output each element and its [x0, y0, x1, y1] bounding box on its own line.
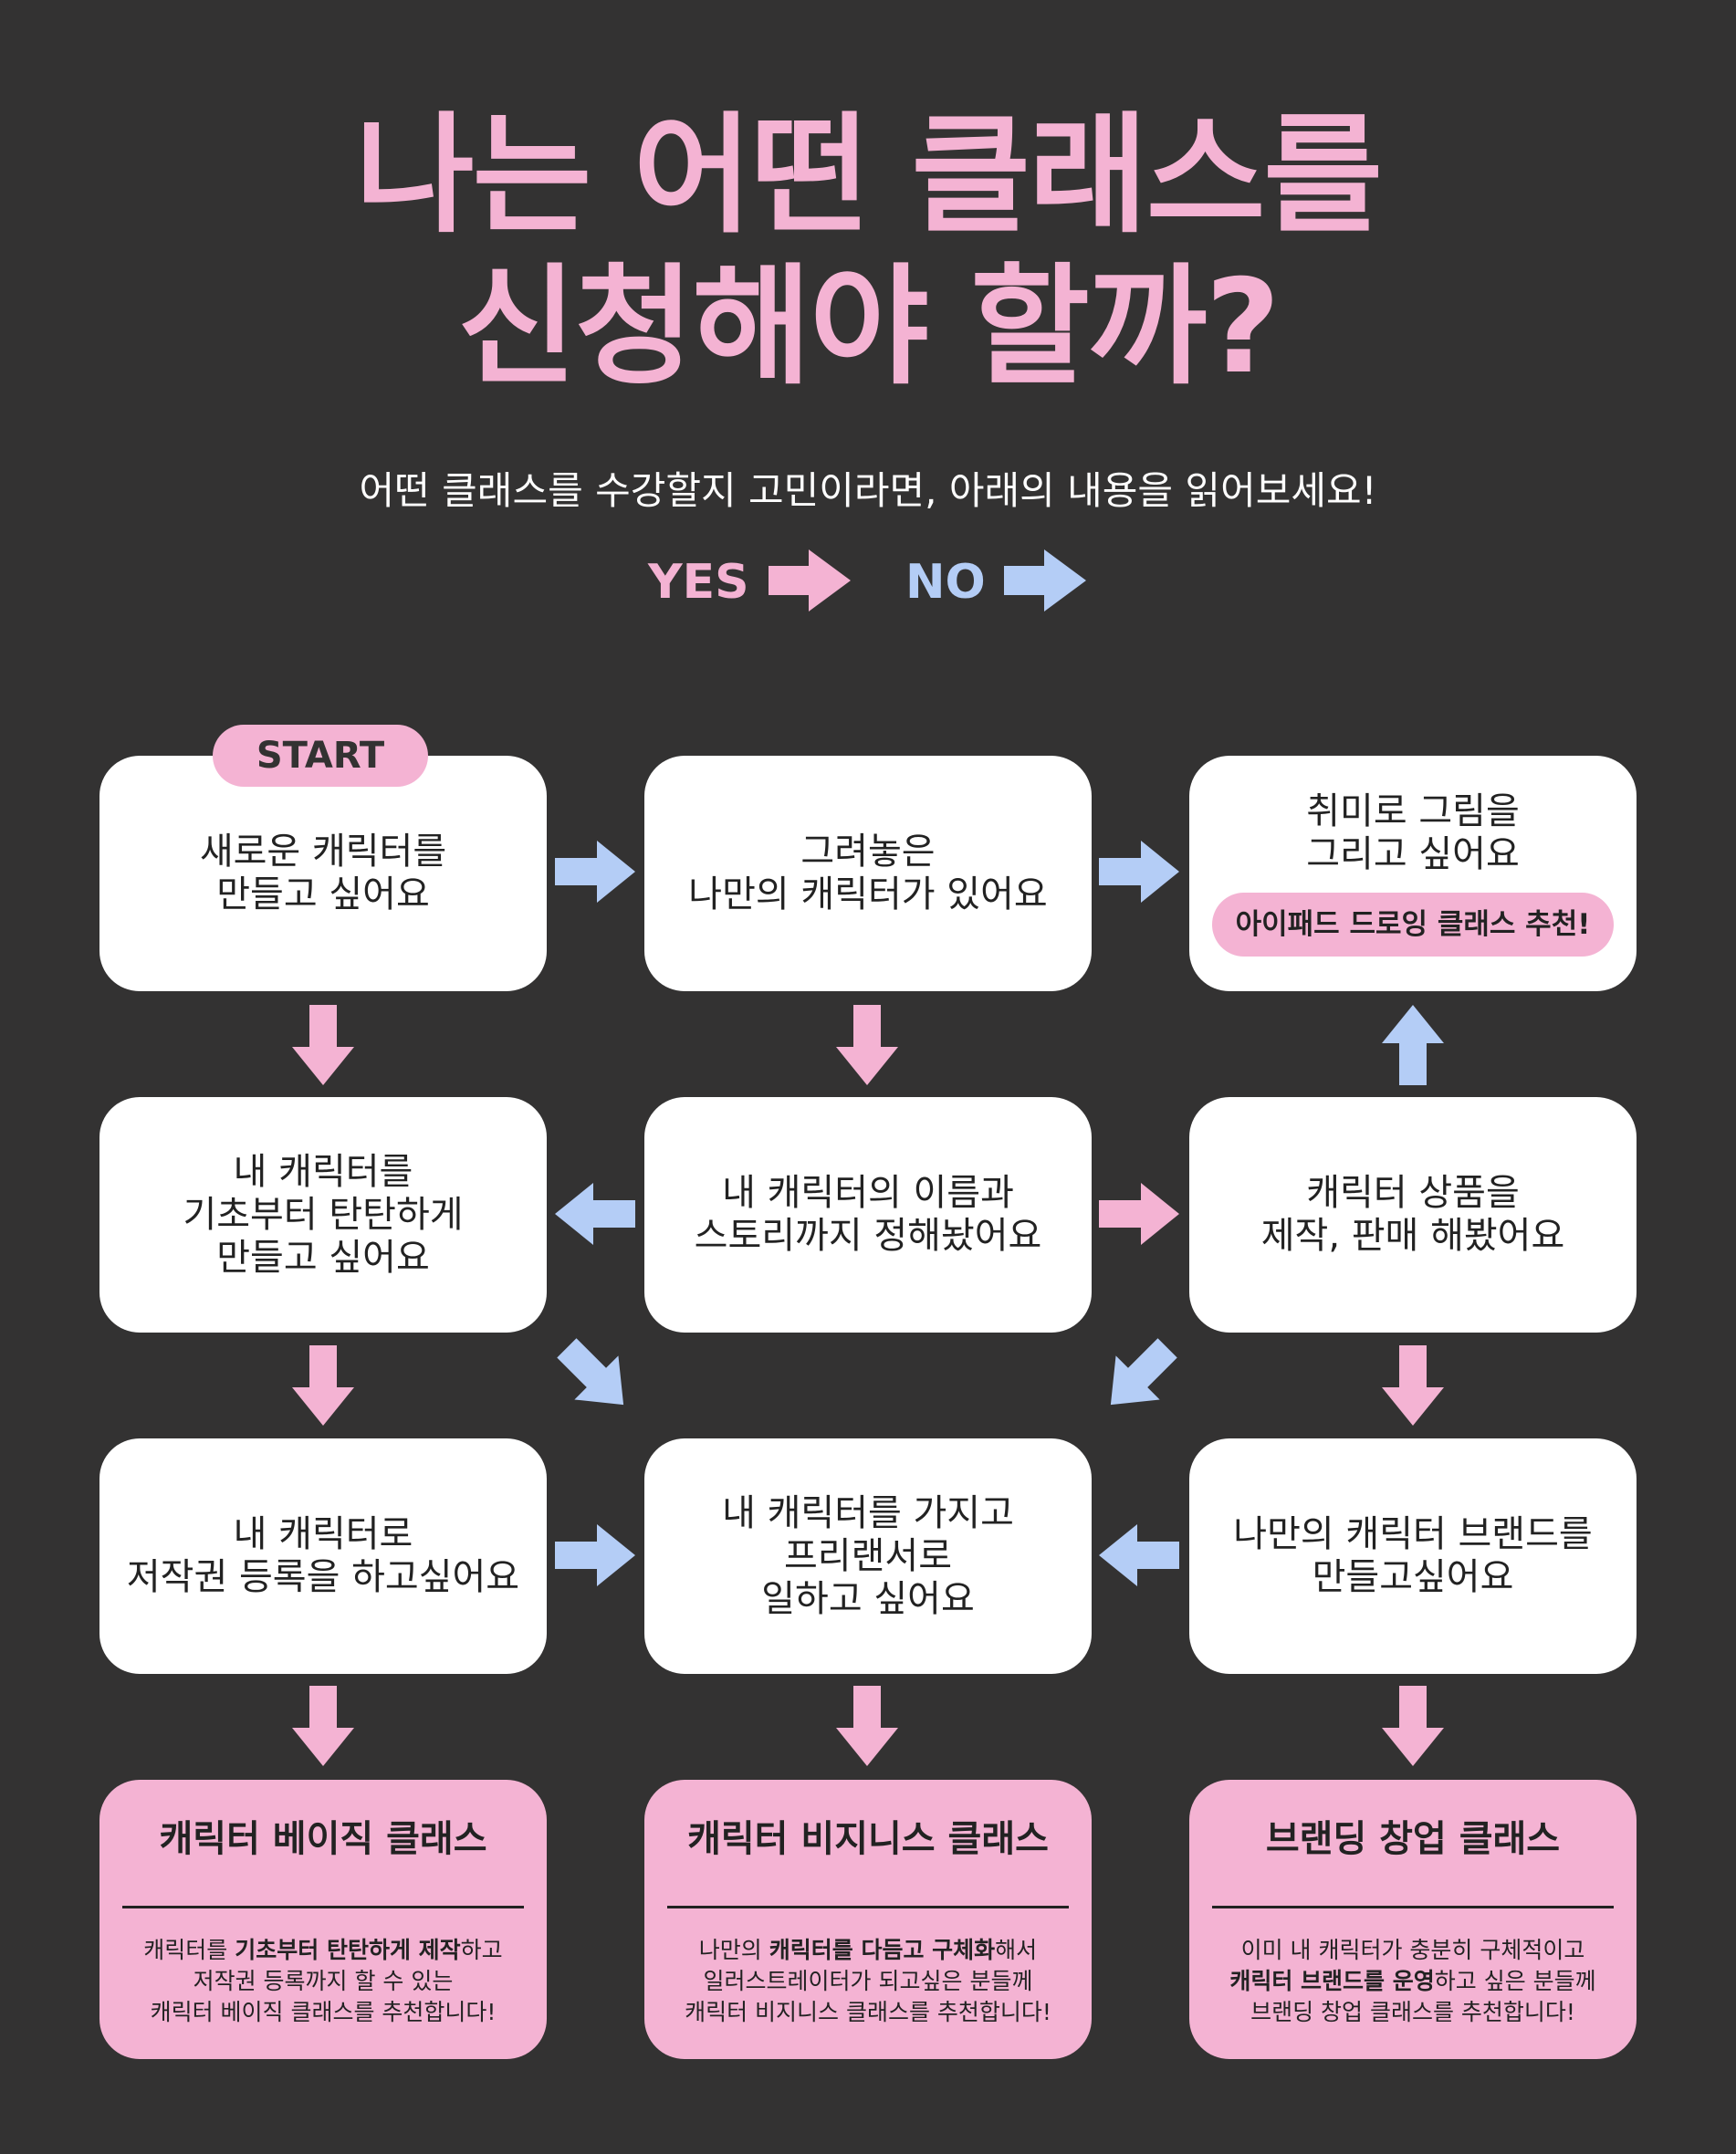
arrow-n1-to-n2	[555, 841, 635, 903]
result-business-desc-3: 캐릭터 비지니스 클래스를 추천합니다!	[685, 1999, 1051, 2025]
legend-no-label: NO	[905, 555, 986, 610]
result-branding-divider	[1212, 1906, 1614, 1908]
result-business-desc-2: 일러스트레이터가 되고싶은 분들께	[703, 1968, 1033, 1994]
arrow-n9-to-branding	[1382, 1686, 1444, 1766]
node-made-products: 캐릭터 상품을 제작, 판매 해봤어요	[1189, 1097, 1637, 1333]
arrow-n6-to-n3	[1382, 1005, 1444, 1085]
result-business-class: 캐릭터 비지니스 클래스 나만의 캐릭터를 다듬고 구체화해서 일러스트레이터가…	[644, 1780, 1092, 2059]
result-basic-divider	[122, 1906, 524, 1908]
result-basic-class: 캐릭터 베이직 클래스 캐릭터를 기초부터 탄탄하게 제작하고 저작권 등록까지…	[99, 1780, 547, 2059]
arrow-n9-to-n8	[1099, 1524, 1179, 1586]
result-branding-class: 브랜딩 창업 클래스 이미 내 캐릭터가 충분히 구체적이고 캐릭터 브랜드를 …	[1189, 1780, 1637, 2059]
node-new-character: 새로운 캐릭터를 만들고 싶어요	[99, 756, 547, 991]
node-basics-character-text: 내 캐릭터를 기초부터 탄탄하게 만들고 싶어요	[183, 1150, 464, 1279]
result-branding-desc-1: 이미 내 캐릭터가 충분히 구체적이고	[1240, 1937, 1585, 1963]
node-copyright: 내 캐릭터로 저작권 등록을 하고싶어요	[99, 1438, 547, 1674]
arrow-n4-to-n7	[292, 1345, 354, 1426]
result-basic-desc-1c: 하고	[460, 1937, 503, 1963]
arrow-n2-to-n5	[836, 1005, 898, 1085]
result-business-desc-1a: 나만의	[698, 1937, 769, 1963]
arrow-n2-to-n3	[1099, 841, 1179, 903]
node-have-character: 그려놓은 나만의 캐릭터가 있어요	[644, 756, 1092, 991]
page-subtitle: 어떤 클래스를 수강할지 고민이라면, 아래의 내용을 읽어보세요!	[359, 468, 1377, 513]
no-arrow-icon	[1004, 549, 1086, 612]
arrow-n5-to-n6	[1099, 1183, 1179, 1245]
result-business-description: 나만의 캐릭터를 다듬고 구체화해서 일러스트레이터가 되고싶은 분들께 캐릭터…	[654, 1935, 1082, 2028]
arrow-n8-to-business	[836, 1686, 898, 1766]
result-basic-desc-2: 저작권 등록까지 할 수 있는	[193, 1968, 454, 1994]
page-title-line-1: 나는 어떤 클래스를	[355, 100, 1383, 251]
result-basic-title: 캐릭터 베이직 클래스	[159, 1818, 487, 1860]
node-name-story-text: 내 캐릭터의 이름과 스토리까지 정해놨어요	[694, 1172, 1042, 1257]
arrow-n5-to-n4	[555, 1183, 635, 1245]
node-basics-character: 내 캐릭터를 기초부터 탄탄하게 만들고 싶어요	[99, 1097, 547, 1333]
yes-arrow-icon	[769, 549, 851, 612]
arrow-n1-to-n4	[292, 1005, 354, 1085]
ipad-drawing-recommendation: 아이패드 드로잉 클래스 추천!	[1211, 893, 1615, 957]
node-name-story: 내 캐릭터의 이름과 스토리까지 정해놨어요	[644, 1097, 1092, 1333]
result-business-desc-1b: 캐릭터를 다듬고 구체화	[769, 1937, 996, 1963]
node-freelancer-text: 내 캐릭터를 가지고 프리랜서로 일하고 싶어요	[722, 1491, 1014, 1620]
node-hobby-drawing-text: 취미로 그림을 그리고 싶어요	[1306, 790, 1520, 875]
node-hobby-drawing: 취미로 그림을 그리고 싶어요 아이패드 드로잉 클래스 추천!	[1189, 756, 1637, 991]
result-business-title: 캐릭터 비지니스 클래스	[687, 1818, 1049, 1860]
node-brand: 나만의 캐릭터 브랜드를 만들고싶어요	[1189, 1438, 1637, 1674]
result-business-desc-1c: 해서	[995, 1937, 1038, 1963]
arrow-n4-to-n8	[544, 1325, 646, 1427]
page-title: 나는 어떤 클래스를 신청해야 할까?	[0, 100, 1736, 403]
arrow-n7-to-basic	[292, 1686, 354, 1766]
node-copyright-text: 내 캐릭터로 저작권 등록을 하고싶어요	[126, 1513, 520, 1598]
node-have-character-text: 그려놓은 나만의 캐릭터가 있어요	[688, 831, 1048, 915]
legend-no: NO	[905, 548, 1106, 613]
result-basic-desc-3: 캐릭터 베이직 클래스를 추천합니다!	[150, 1999, 497, 2025]
arrow-n6-to-n9	[1382, 1345, 1444, 1426]
result-basic-description: 캐릭터를 기초부터 탄탄하게 제작하고 저작권 등록까지 할 수 있는 캐릭터 …	[109, 1935, 538, 2028]
result-branding-desc-3: 브랜딩 창업 클래스를 추천합니다!	[1250, 1999, 1575, 2025]
node-freelancer: 내 캐릭터를 가지고 프리랜서로 일하고 싶어요	[644, 1438, 1092, 1674]
start-badge: START	[213, 725, 428, 787]
result-business-divider	[667, 1906, 1069, 1908]
arrow-n6-to-n8	[1088, 1325, 1190, 1427]
result-branding-description: 이미 내 캐릭터가 충분히 구체적이고 캐릭터 브랜드를 운영하고 싶은 분들께…	[1198, 1935, 1627, 2028]
result-branding-title: 브랜딩 창업 클래스	[1265, 1818, 1561, 1860]
result-branding-desc-2a: 캐릭터 브랜드를 운영	[1229, 1968, 1435, 1994]
node-brand-text: 나만의 캐릭터 브랜드를 만들고싶어요	[1233, 1513, 1593, 1598]
page-title-line-2: 신청해야 할까?	[457, 252, 1281, 403]
result-basic-desc-1b: 기초부터 탄탄하게 제작	[235, 1937, 461, 1963]
node-new-character-text: 새로운 캐릭터를 만들고 싶어요	[199, 831, 447, 915]
arrow-n7-to-n8	[555, 1524, 635, 1586]
legend-yes-label: YES	[648, 555, 749, 610]
node-made-products-text: 캐릭터 상품을 제작, 판매 해봤어요	[1260, 1172, 1565, 1257]
legend-yes: YES	[648, 548, 858, 613]
result-basic-desc-1a: 캐릭터를	[143, 1937, 235, 1963]
result-branding-desc-2b: 하고 싶은 분들께	[1434, 1968, 1596, 1994]
